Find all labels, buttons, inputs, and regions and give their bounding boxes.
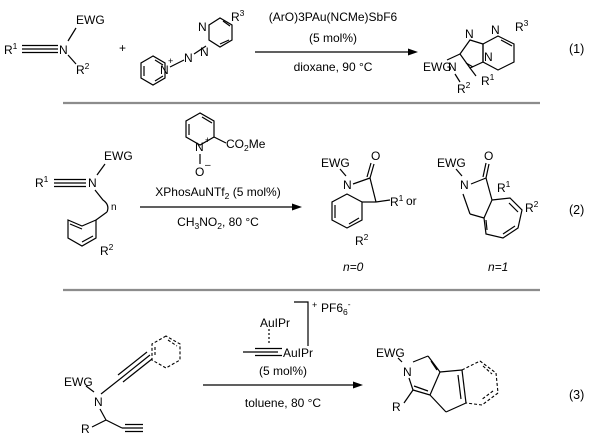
catalyst-bottom: AuIPr xyxy=(283,346,313,360)
reaction-2-arrow: XPhosAuNTf2 (5 mol%) CH3NO2, 80 °C xyxy=(140,185,302,231)
ewg-label: EWG xyxy=(76,13,105,27)
product-n-top: N xyxy=(491,23,500,37)
conditions-3: toluene, 80 °C xyxy=(245,396,322,410)
equation-number-3: (3) xyxy=(569,388,584,402)
product-3-r: R xyxy=(392,400,401,414)
reaction-2-product-b: EWG N O R1 R2 n=1 xyxy=(437,149,539,274)
reaction-2-oxidant: N + O – CO2Me xyxy=(185,112,266,179)
loading-1: (5 mol%) xyxy=(309,31,357,45)
reaction-3-arrow: (5 mol%) toluene, 80 °C xyxy=(203,364,363,410)
reaction-1-product: N N N R3 EWG N R2 R1 xyxy=(423,18,529,96)
n-atom-2: N xyxy=(88,176,97,190)
catalyst-2: XPhosAuNTf2 (5 mol%) xyxy=(155,185,280,201)
product-b-ewg: EWG xyxy=(437,156,466,170)
plus-sign: + xyxy=(119,41,126,55)
equation-number-2: (2) xyxy=(569,203,584,217)
catalyst-top: AuIPr xyxy=(260,316,290,330)
reaction-1: R1 N EWG R2 + N + N N N R3 xyxy=(4,8,584,96)
oxidant-o: O xyxy=(195,165,204,179)
product-r1: R1 xyxy=(481,72,495,88)
product-a-o: O xyxy=(371,149,380,163)
reaction-3: AuIPr + PF66- AuIPr (5 mol%) toluene, 80… xyxy=(64,299,584,436)
product-n-bridge: N xyxy=(484,50,493,64)
reaction-2-reactant: R1 N EWG n R2 xyxy=(35,149,133,258)
chain-index: n xyxy=(111,202,117,213)
n-atom: N xyxy=(59,43,68,57)
product-r2: R2 xyxy=(457,80,471,96)
counterion: PF66- xyxy=(321,299,351,317)
product-a-r2: R2 xyxy=(355,232,369,248)
r1-label: R xyxy=(4,43,13,57)
svg-text:+: + xyxy=(312,300,317,310)
product-b-r1: R1 xyxy=(497,179,511,195)
reaction-1-arrow: (ArO)3PAu(NCMe)SbF6 (5 mol%) dioxane, 90… xyxy=(255,10,418,74)
conditions-1: dioxane, 90 °C xyxy=(294,60,373,74)
product-ewg: EWG xyxy=(423,60,452,74)
svg-text:+: + xyxy=(168,56,173,66)
product-a-n: N xyxy=(343,178,352,192)
equation-number-1: (1) xyxy=(569,42,584,56)
r3-label: R3 xyxy=(231,8,245,24)
svg-text:+: + xyxy=(205,135,210,145)
product-r3: R3 xyxy=(515,18,529,34)
pyrimidine-n2: N xyxy=(200,45,209,59)
product-3-n: N xyxy=(403,365,412,379)
ylide-n: N xyxy=(184,51,193,65)
product-b-r2: R2 xyxy=(525,199,539,215)
ewg-label-2: EWG xyxy=(104,149,133,163)
product-b-o: O xyxy=(484,149,493,163)
product-3-ewg: EWG xyxy=(376,346,405,360)
reaction-3-catalyst: AuIPr + PF66- AuIPr xyxy=(243,299,351,360)
pyrimidine-n1: N xyxy=(198,20,207,34)
svg-text:–: – xyxy=(205,160,211,171)
conditions-2: CH3NO2, 80 °C xyxy=(177,215,259,231)
or-text: or xyxy=(406,194,417,208)
product-b-n: N xyxy=(460,178,469,192)
reactant-3-n: N xyxy=(94,395,103,409)
reactant-3-r: R xyxy=(81,422,90,436)
r2-label: R2 xyxy=(76,61,90,77)
reaction-2-product-a: EWG N O R1 R2 n=0 xyxy=(321,149,404,274)
product-a-label: n=0 xyxy=(343,260,364,274)
product-n-ring: N xyxy=(465,27,474,41)
pyridinium-n: N xyxy=(160,63,169,77)
product-a-ewg: EWG xyxy=(321,156,350,170)
reaction-2: R1 N EWG n R2 N + O – CO2Me xyxy=(35,112,584,274)
r2-label-2: R2 xyxy=(100,242,114,258)
r1-label-2: R1 xyxy=(35,174,49,190)
product-b-label: n=1 xyxy=(488,260,508,274)
reactant-3-ewg: EWG xyxy=(64,375,93,389)
oxidant-ester: CO2Me xyxy=(226,137,266,153)
reaction-3-reactant: EWG N R xyxy=(64,335,181,436)
catalyst-1: (ArO)3PAu(NCMe)SbF6 xyxy=(269,10,398,24)
reaction-1-ynamide: R1 N EWG R2 xyxy=(4,13,105,77)
reaction-1-pyridinium-ylide: N + N N N R3 xyxy=(140,8,245,86)
loading-3: (5 mol%) xyxy=(259,364,307,378)
oxidant-n: N xyxy=(195,140,204,154)
product-a-r1: R1 xyxy=(390,193,404,209)
product-n: N xyxy=(448,60,457,74)
svg-text:R1: R1 xyxy=(4,41,18,57)
reaction-3-product: EWG N R xyxy=(376,346,499,414)
